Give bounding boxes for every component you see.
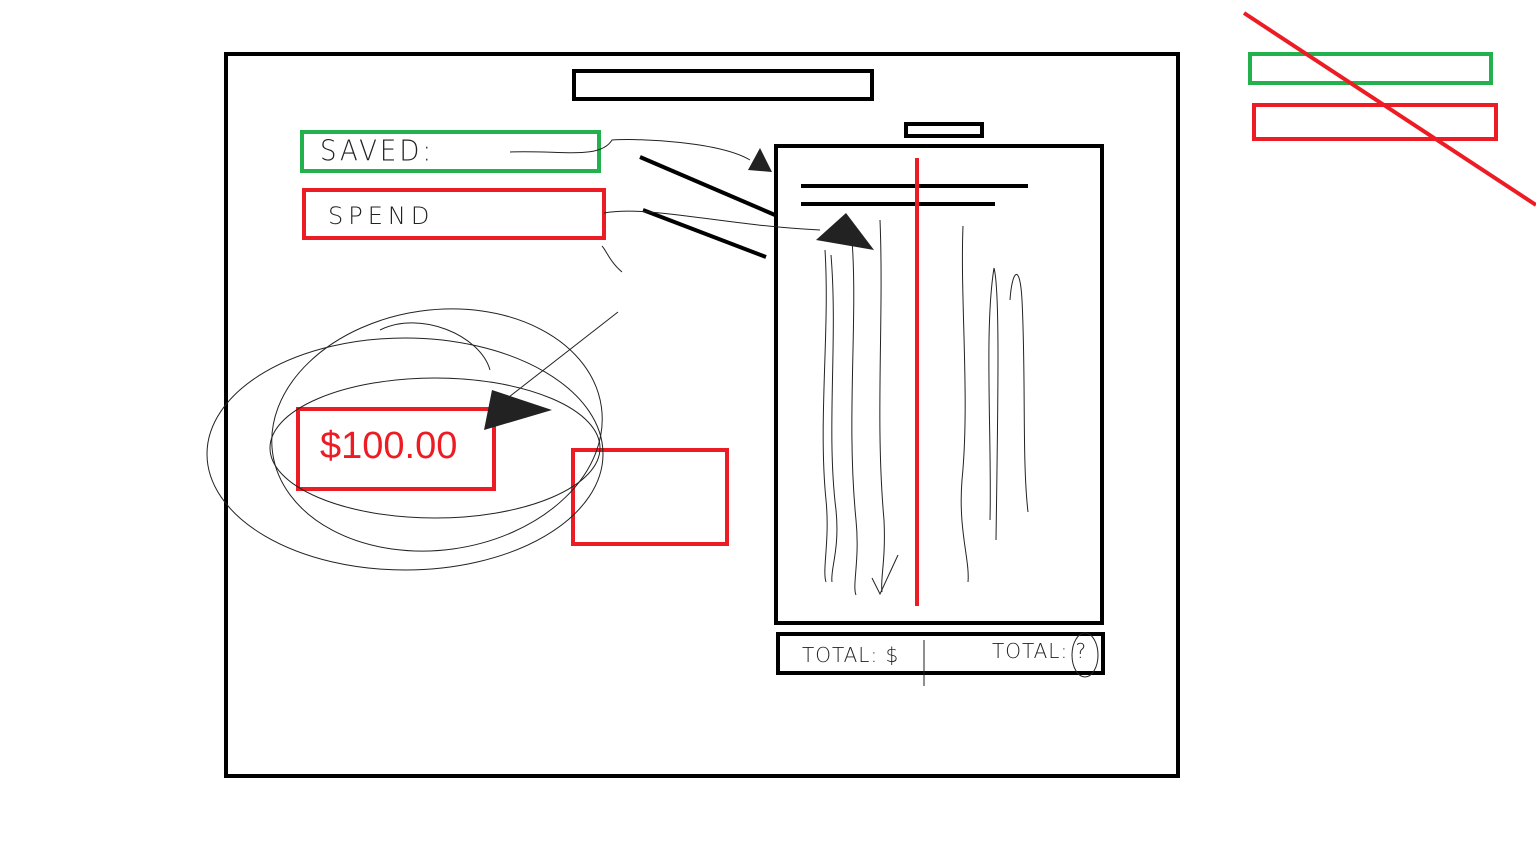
list-panel bbox=[774, 144, 1104, 625]
amount-box[interactable]: $100.00 bbox=[296, 407, 496, 491]
list-tab[interactable] bbox=[904, 122, 984, 138]
spend-box[interactable]: SPEND bbox=[302, 188, 606, 240]
title-bar bbox=[572, 69, 874, 101]
total-bar: TOTAL: $ TOTAL: ? bbox=[776, 632, 1105, 675]
legend-red-box bbox=[1252, 103, 1498, 141]
legend-green-box bbox=[1248, 52, 1493, 85]
spend-label: SPEND bbox=[328, 202, 435, 230]
empty-input-box[interactable] bbox=[571, 448, 729, 546]
total-right-label: TOTAL: ? bbox=[992, 639, 1088, 663]
total-left-label: TOTAL: $ bbox=[802, 643, 900, 667]
saved-box[interactable]: SAVED: bbox=[300, 130, 601, 173]
saved-label: SAVED: bbox=[320, 135, 435, 169]
amount-value: $100.00 bbox=[320, 425, 458, 467]
